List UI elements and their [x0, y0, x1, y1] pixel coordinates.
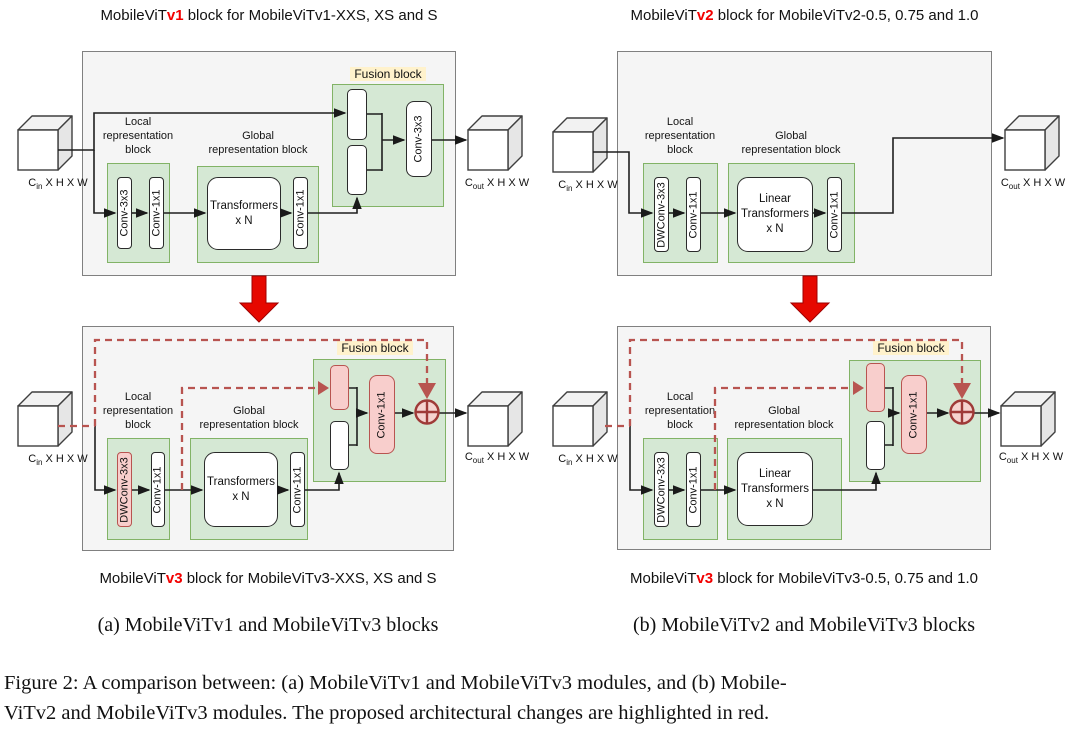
conv-1x1-box: Conv-1x1	[151, 452, 165, 527]
fusion-conv-1x1-box-highlighted: Conv-1x1	[369, 375, 395, 454]
input-tensor-cube	[552, 391, 608, 447]
global-conv-1x1-box: Conv-1x1	[827, 177, 842, 252]
dwconv-3x3-box: DWConv-3x3	[654, 177, 669, 252]
output-tensor-label: Cout X H X W	[1000, 177, 1066, 192]
fusion-conv-3x3-box: Conv-3x3	[406, 101, 432, 177]
input-tensor-label: Cin X H X W	[558, 453, 618, 468]
conv-1x1-box: Conv-1x1	[149, 177, 164, 249]
panel-title-v1: MobileViTv1 block for MobileViTv1-XXS, X…	[82, 7, 456, 24]
global-conv-1x1-box: Conv-1x1	[290, 452, 305, 527]
dwconv-3x3-box-highlighted: DWConv-3x3	[117, 452, 132, 527]
output-tensor-cube	[467, 115, 523, 171]
concat-box	[347, 89, 367, 140]
subcaption-b: (b) MobileViTv2 and MobileViTv3 blocks	[633, 614, 975, 636]
concat-box-highlighted	[330, 365, 349, 410]
input-tensor-cube	[17, 391, 73, 447]
panel-title-v3-right: MobileViTv3 block for MobileViTv3-0.5, 0…	[630, 570, 978, 587]
conv-1x1-box: Conv-1x1	[686, 177, 701, 252]
figure-caption: Figure 2: A comparison between: (a) Mobi…	[4, 672, 787, 724]
global-conv-1x1-box: Conv-1x1	[293, 177, 308, 249]
input-tensor-label: Cin X H X W	[28, 453, 88, 468]
linear-transformers-box: Linear Transformers x N	[737, 177, 813, 252]
global-representation-label: Global representation block	[199, 405, 299, 431]
local-representation-label: Local representation block	[644, 116, 716, 156]
input-tensor-cube	[17, 115, 73, 171]
output-tensor-cube	[1004, 115, 1060, 171]
local-representation-label: Local representation block	[102, 116, 174, 156]
output-tensor-label: Cout X H X W	[464, 451, 530, 466]
transformers-box: Transformers x N	[207, 177, 281, 250]
output-tensor-cube	[1000, 391, 1056, 447]
conv-1x1-box: Conv-1x1	[686, 452, 701, 527]
version-transition-arrow	[238, 275, 831, 323]
title-version-red: v3	[696, 570, 714, 587]
fusion-block-label: Fusion block	[315, 341, 435, 355]
concat-box	[347, 145, 367, 195]
panel-title-v2: MobileViTv2 block for MobileViTv2-0.5, 0…	[617, 7, 992, 24]
output-tensor-cube	[467, 391, 523, 447]
title-version-red: v3	[165, 570, 183, 587]
panel-title-v3-left: MobileViTv3 block for MobileViTv3-XXS, X…	[99, 570, 437, 587]
global-representation-label: Global representation block	[734, 405, 834, 431]
global-representation-label: Global representation block	[208, 130, 308, 156]
input-tensor-label: Cin X H X W	[28, 177, 88, 192]
title-version-red: v1	[166, 7, 184, 24]
concat-box	[866, 421, 885, 470]
output-tensor-label: Cout X H X W	[464, 177, 530, 192]
title-text: MobileViT	[100, 7, 167, 24]
input-tensor-label: Cin X H X W	[558, 179, 618, 194]
title-text: MobileViT	[630, 7, 697, 24]
fusion-block-label: Fusion block	[328, 67, 448, 81]
conv-3x3-box: Conv-3x3	[117, 177, 132, 249]
title-text: block for MobileViTv2-0.5, 0.75 and 1.0	[713, 7, 979, 24]
linear-transformers-box: Linear Transformers x N	[737, 452, 813, 526]
subcaption-a: (a) MobileViTv1 and MobileViTv3 blocks	[97, 614, 439, 636]
title-text: block for MobileViTv1-XXS, XS and S	[183, 7, 438, 24]
global-representation-label: Global representation block	[741, 130, 841, 156]
concat-box	[330, 421, 349, 470]
input-tensor-cube	[552, 117, 608, 173]
title-version-red: v2	[696, 7, 714, 24]
output-tensor-label: Cout X H X W	[998, 451, 1064, 466]
concat-box-highlighted	[866, 363, 885, 412]
fusion-block-label: Fusion block	[851, 341, 971, 355]
dwconv-3x3-box: DWConv-3x3	[654, 452, 669, 527]
fusion-conv-1x1-box-highlighted: Conv-1x1	[901, 375, 927, 454]
transformers-box: Transformers x N	[204, 452, 278, 527]
